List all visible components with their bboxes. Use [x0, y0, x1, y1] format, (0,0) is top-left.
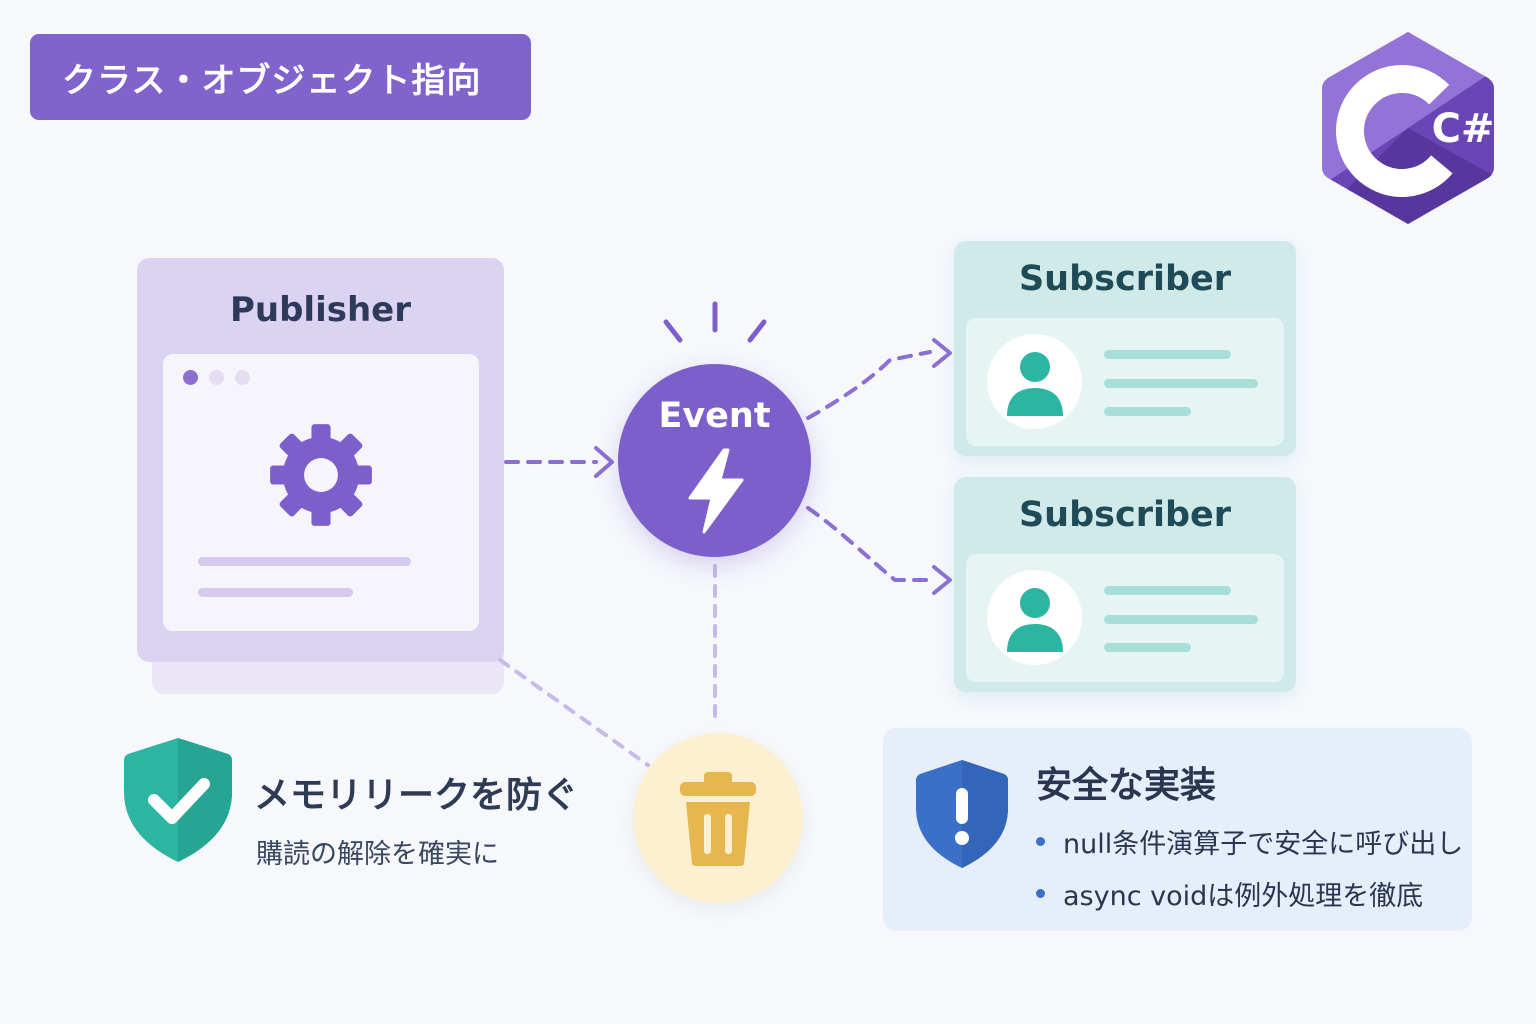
subscriber-title: Subscriber [1018, 495, 1232, 535]
user-icon [1007, 588, 1063, 652]
publisher-title: Publisher [229, 290, 412, 330]
subscriber-text-line [1104, 586, 1231, 595]
safe-impl-heading: 安全な実装 [1036, 765, 1217, 806]
subscriber-text-line [1104, 643, 1191, 652]
subscriber-text-line [1104, 379, 1258, 388]
subscriber-text-line [1104, 407, 1191, 416]
shield-alert-icon [916, 760, 1008, 868]
event-burst [663, 301, 767, 343]
subscriber-text-line [1104, 615, 1258, 624]
subscriber-text-line [1104, 350, 1231, 359]
event-node [618, 364, 811, 557]
user-icon [1007, 352, 1063, 416]
publisher-text-line [198, 588, 353, 597]
safe-impl-item-text: null条件演算子で安全に呼び出し [1063, 829, 1464, 860]
safe-impl-item: null条件演算子で安全に呼び出し [1036, 822, 1463, 861]
window-dot [183, 370, 198, 385]
bullet [1036, 837, 1045, 846]
event-label: Event [658, 396, 771, 436]
safe-impl-item: async voidは例外処理を徹底 [1036, 874, 1423, 913]
shield-check-icon [124, 738, 232, 862]
safe-impl-item-text: async voidは例外処理を徹底 [1063, 881, 1424, 912]
subscriber-title: Subscriber [1018, 259, 1232, 299]
memory-leak-heading: メモリリークを防ぐ [254, 775, 579, 816]
trash-icon [680, 772, 756, 866]
publisher-text-line [198, 557, 411, 566]
lightning-icon [688, 448, 744, 534]
gear-icon [270, 424, 372, 526]
csharp-logo-icon: C# [1322, 32, 1495, 224]
page-title: クラス・オブジェクト指向 [30, 34, 531, 120]
memory-leak-subtext: 購読の解除を確実に [256, 839, 499, 870]
bullet [1036, 889, 1045, 898]
window-dot [235, 370, 250, 385]
csharp-logo-text: C# [1432, 106, 1495, 152]
window-dot [209, 370, 224, 385]
